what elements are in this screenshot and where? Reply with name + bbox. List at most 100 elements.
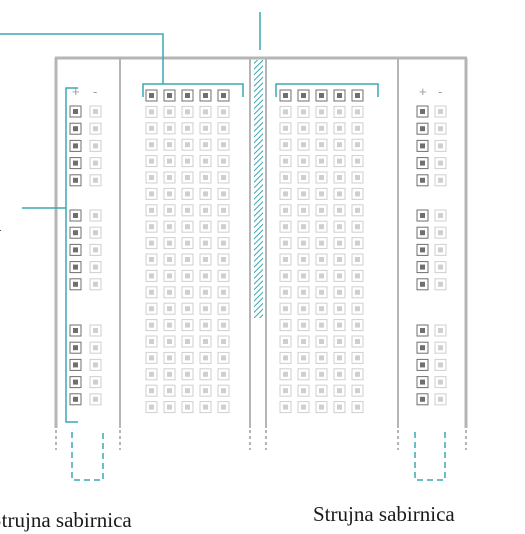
rail-hole-right-minus-2-0 [434,324,447,337]
terminal-hole-right-13-3 [333,302,346,315]
terminal-hole-right-15-2 [315,335,328,348]
rail-hole-right-plus-1-1 [416,226,429,239]
terminal-hole-right-6-0 [279,187,292,200]
terminal-hole-right-1-4 [351,105,364,118]
power-rail-label-right: Strujna sabirnica [313,502,455,526]
terminal-hole-right-19-2 [315,401,328,414]
callout-left-terminals [0,33,164,84]
terminal-hole-right-6-1 [297,187,310,200]
rail-hole-left-plus-2-2 [69,358,82,371]
terminal-hole-left-13-1 [163,302,176,315]
terminal-hole-right-4-3 [333,155,346,168]
terminal-hole-left-19-3 [199,401,212,414]
terminal-hole-right-3-0 [279,138,292,151]
rail-hole-left-plus-2-4 [69,393,82,406]
terminal-hole-right-7-1 [297,204,310,217]
terminal-hole-left-19-0 [145,401,158,414]
terminal-hole-left-15-4 [217,335,230,348]
rail-hole-left-minus-0-4 [89,174,102,187]
rail-plus-sign-left: + [72,84,80,99]
rail-hole-left-plus-0-3 [69,157,82,170]
terminal-hole-right-0-3 [333,89,346,102]
terminal-hole-right-14-1 [297,319,310,332]
rail-plus-sign-right: + [419,84,427,99]
rail-hole-left-plus-0-0 [69,105,82,118]
terminal-hole-right-4-0 [279,155,292,168]
rail-hole-right-plus-2-2 [416,358,429,371]
terminal-hole-left-5-1 [163,171,176,184]
terminal-hole-right-1-1 [297,105,310,118]
terminal-hole-right-17-1 [297,368,310,381]
terminal-hole-right-6-4 [351,187,364,200]
rail-hole-right-plus-0-2 [416,139,429,152]
rail-hole-left-minus-0-2 [89,139,102,152]
terminal-hole-left-10-3 [199,253,212,266]
terminal-hole-right-11-3 [333,269,346,282]
terminal-hole-left-0-4 [217,89,230,102]
rail-hole-right-minus-0-0 [434,105,447,118]
rail-hole-left-plus-2-0 [69,324,82,337]
terminal-hole-right-12-2 [315,286,328,299]
terminal-hole-left-15-2 [181,335,194,348]
terminal-hole-left-10-0 [145,253,158,266]
terminal-hole-left-13-4 [217,302,230,315]
rail-hole-left-plus-1-3 [69,261,82,274]
rail-hole-right-plus-0-3 [416,157,429,170]
terminal-hole-left-16-0 [145,351,158,364]
terminal-hole-right-5-1 [297,171,310,184]
terminal-hole-right-6-3 [333,187,346,200]
rail-hole-left-minus-2-3 [89,376,102,389]
terminal-hole-left-15-0 [145,335,158,348]
terminal-hole-left-5-0 [145,171,158,184]
terminal-hole-right-14-0 [279,319,292,332]
terminal-hole-right-18-0 [279,384,292,397]
terminal-hole-left-4-2 [181,155,194,168]
terminal-hole-left-8-1 [163,220,176,233]
terminal-hole-right-18-4 [351,384,364,397]
terminal-hole-right-18-3 [333,384,346,397]
terminal-hole-right-19-1 [297,401,310,414]
terminal-hole-right-7-3 [333,204,346,217]
terminal-hole-left-18-1 [163,384,176,397]
rail-hole-right-plus-2-0 [416,324,429,337]
terminal-hole-left-17-2 [181,368,194,381]
terminal-hole-left-18-4 [217,384,230,397]
terminal-hole-left-2-1 [163,122,176,135]
terminal-hole-left-16-1 [163,351,176,364]
terminal-hole-right-7-4 [351,204,364,217]
terminal-hole-left-9-2 [181,237,194,250]
terminal-hole-right-8-1 [297,220,310,233]
terminal-hole-right-7-2 [315,204,328,217]
terminal-hole-left-2-3 [199,122,212,135]
rail-hole-right-minus-0-1 [434,122,447,135]
terminal-hole-left-18-2 [181,384,194,397]
terminal-hole-left-9-3 [199,237,212,250]
terminal-hole-right-8-0 [279,220,292,233]
terminal-hole-left-3-0 [145,138,158,151]
terminal-hole-left-12-2 [181,286,194,299]
terminal-hole-right-14-4 [351,319,364,332]
terminal-hole-left-17-4 [217,368,230,381]
terminal-hole-left-8-2 [181,220,194,233]
terminal-hole-right-16-0 [279,351,292,364]
terminal-hole-left-11-3 [199,269,212,282]
rail-hole-right-plus-1-0 [416,209,429,222]
terminal-hole-left-11-1 [163,269,176,282]
terminal-hole-right-19-3 [333,401,346,414]
rail-hole-right-minus-1-3 [434,261,447,274]
rail-hole-left-minus-0-3 [89,157,102,170]
terminal-hole-left-17-3 [199,368,212,381]
rail-hole-right-minus-2-4 [434,393,447,406]
terminal-hole-right-5-3 [333,171,346,184]
terminal-hole-left-1-3 [199,105,212,118]
terminal-hole-right-5-4 [351,171,364,184]
terminal-hole-left-4-3 [199,155,212,168]
terminal-hole-left-10-2 [181,253,194,266]
terminal-hole-right-10-3 [333,253,346,266]
terminal-hole-right-17-3 [333,368,346,381]
terminal-hole-left-19-4 [217,401,230,414]
terminal-hole-left-19-2 [181,401,194,414]
rail-hole-right-plus-2-4 [416,393,429,406]
terminal-hole-right-9-3 [333,237,346,250]
terminal-hole-left-2-0 [145,122,158,135]
